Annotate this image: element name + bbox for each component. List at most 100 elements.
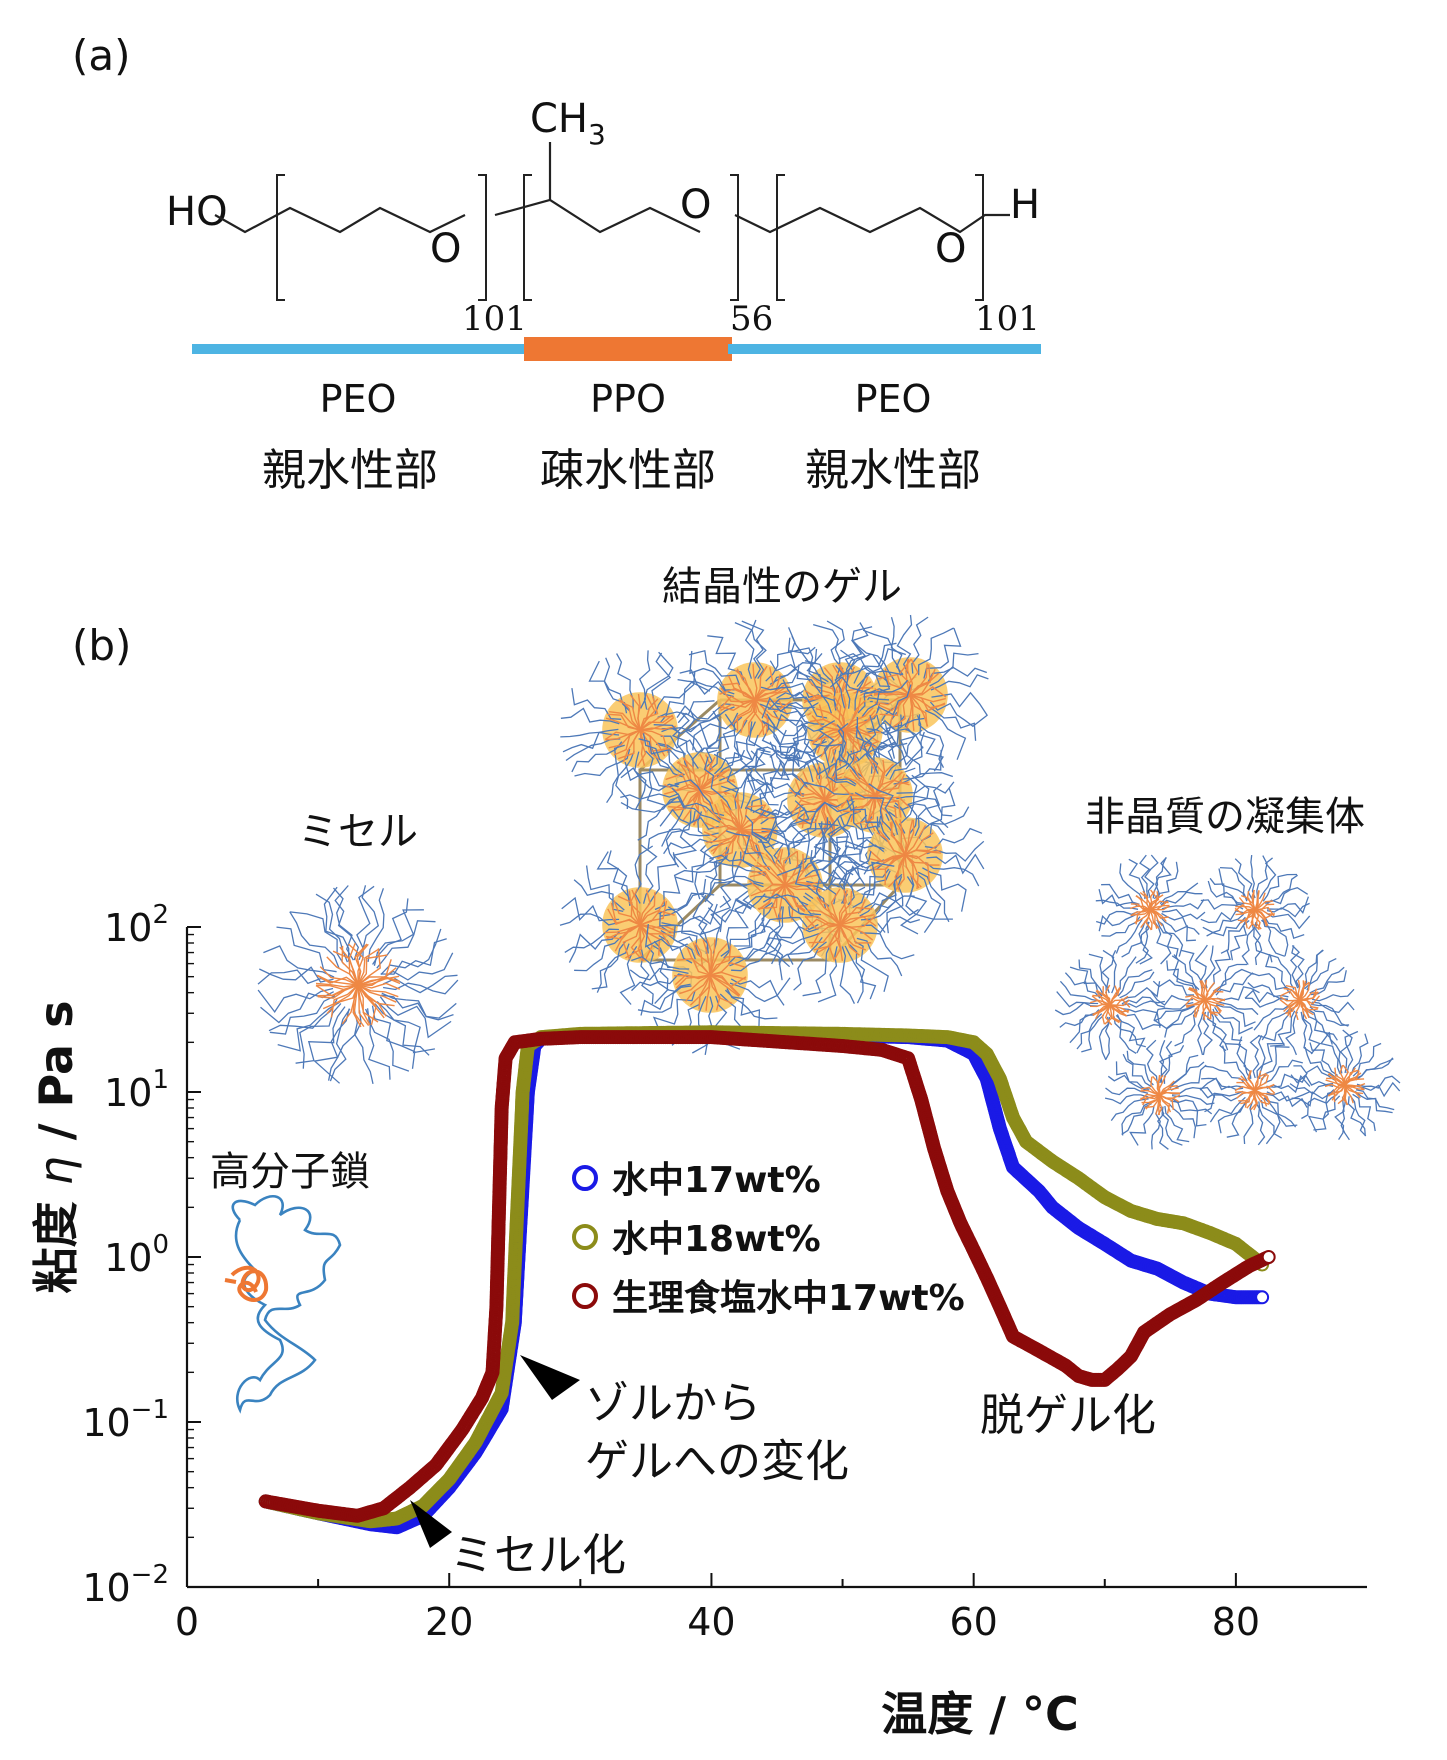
shell-chain <box>926 853 985 875</box>
shell-chain <box>713 734 759 775</box>
shell-chain <box>846 799 891 841</box>
core-chain <box>607 713 641 731</box>
shell-chain <box>1258 1101 1275 1145</box>
shell-chain <box>1250 855 1256 899</box>
shell-chain <box>801 836 849 873</box>
shell-chain <box>904 716 921 775</box>
shell-chain <box>737 903 775 951</box>
legend: 水中17wt% 水中18wt% 生理食塩水中17wt% <box>572 1160 965 1319</box>
shell-chain <box>759 808 785 865</box>
shell-chain <box>1356 1075 1401 1089</box>
core-chain <box>676 761 701 791</box>
shell-chain <box>861 916 920 934</box>
shell-chain <box>653 724 690 772</box>
shell-chain <box>382 952 454 981</box>
x-tick-label: 80 <box>1212 1600 1260 1644</box>
core-chain <box>804 915 841 926</box>
shell-chain <box>1355 1058 1394 1081</box>
core-chain <box>739 808 770 831</box>
shell-chain <box>885 729 923 777</box>
shell-chain <box>1156 861 1179 901</box>
shell-chain <box>1171 955 1200 991</box>
shell-chain <box>333 887 354 961</box>
shell-chain <box>866 717 925 732</box>
gel-micelle-4 <box>829 614 989 775</box>
shell-chain <box>366 1008 410 1072</box>
core-chain <box>1204 999 1225 1006</box>
core-chain <box>330 984 359 1018</box>
core-chain <box>1299 999 1308 1020</box>
core-chain <box>784 884 808 915</box>
shell-chain <box>688 649 741 686</box>
shell-chain <box>1347 1096 1366 1137</box>
core-chain <box>839 898 866 926</box>
subscript-n3: 101 <box>975 299 1040 339</box>
shell-chain <box>652 990 696 1041</box>
core-chain <box>783 850 798 886</box>
x-tick-label: 20 <box>425 1600 473 1644</box>
shell-chain <box>268 998 338 1032</box>
shell-chain <box>661 903 718 927</box>
y-tick-label: 102 <box>104 900 169 950</box>
shell-chain <box>1212 1008 1243 1042</box>
shell-chain <box>751 619 767 679</box>
shell-chain <box>1197 1011 1204 1056</box>
core-chain <box>852 765 876 796</box>
shell-chain <box>585 865 625 911</box>
core-chain <box>639 715 674 731</box>
core-chain <box>1254 900 1273 911</box>
shell-chain <box>752 760 790 814</box>
core-chain <box>670 789 701 812</box>
illustration-title-crystal-gel: 結晶性のゲル <box>662 564 902 610</box>
shell-chain <box>1163 1044 1185 1084</box>
shell-chain <box>289 911 340 969</box>
core-chain <box>750 884 786 897</box>
panel-a-label: (a) <box>72 31 131 80</box>
shell-chain <box>813 743 861 780</box>
shell-chain <box>707 635 745 682</box>
shell-chain <box>857 670 903 714</box>
shell-chain <box>1265 886 1309 906</box>
core-chain <box>838 729 848 766</box>
shell-chain <box>1221 1045 1248 1082</box>
shell-chain <box>1122 1053 1152 1088</box>
core-chain <box>1129 905 1151 911</box>
shell-chain <box>356 885 375 960</box>
core-chain <box>357 948 380 986</box>
core-chain <box>1149 891 1160 911</box>
shell-chain <box>1306 958 1337 991</box>
shell-chain <box>259 966 334 983</box>
core-chain <box>784 884 821 891</box>
shell-chain <box>729 931 778 967</box>
core-chain <box>1337 1084 1346 1105</box>
shell-chain <box>1054 1001 1099 1016</box>
core-chain <box>1279 996 1301 1002</box>
core-chain <box>765 854 786 886</box>
shell-chain <box>760 682 820 699</box>
shell-chain <box>778 937 823 981</box>
shell-chain <box>1215 1004 1256 1028</box>
shell-chain <box>829 676 889 694</box>
shell-chain <box>1264 1096 1297 1128</box>
core-chain <box>720 687 756 703</box>
core-chain <box>904 819 914 856</box>
core-chain <box>830 888 841 926</box>
shell-chain <box>719 895 767 933</box>
shell-chain <box>1349 1095 1367 1137</box>
shell-chain <box>778 729 814 783</box>
core-chain <box>1235 909 1256 916</box>
shell-chain <box>926 840 985 862</box>
core-chain <box>1200 979 1206 1001</box>
shell-chain <box>1304 1046 1337 1078</box>
shell-chain <box>787 906 806 965</box>
shell-chain <box>709 854 767 876</box>
shell-chain <box>1268 954 1295 990</box>
shell-chain <box>692 712 739 751</box>
shell-chain <box>381 994 454 1021</box>
annotation-sol-gel-line2: ゲルへの変化 <box>585 1436 849 1487</box>
core-chain <box>748 699 758 736</box>
shell-chain <box>1129 1105 1155 1146</box>
shell-chain <box>1244 989 1289 1004</box>
core-chain <box>843 776 876 796</box>
shell-chain <box>1270 1010 1296 1047</box>
